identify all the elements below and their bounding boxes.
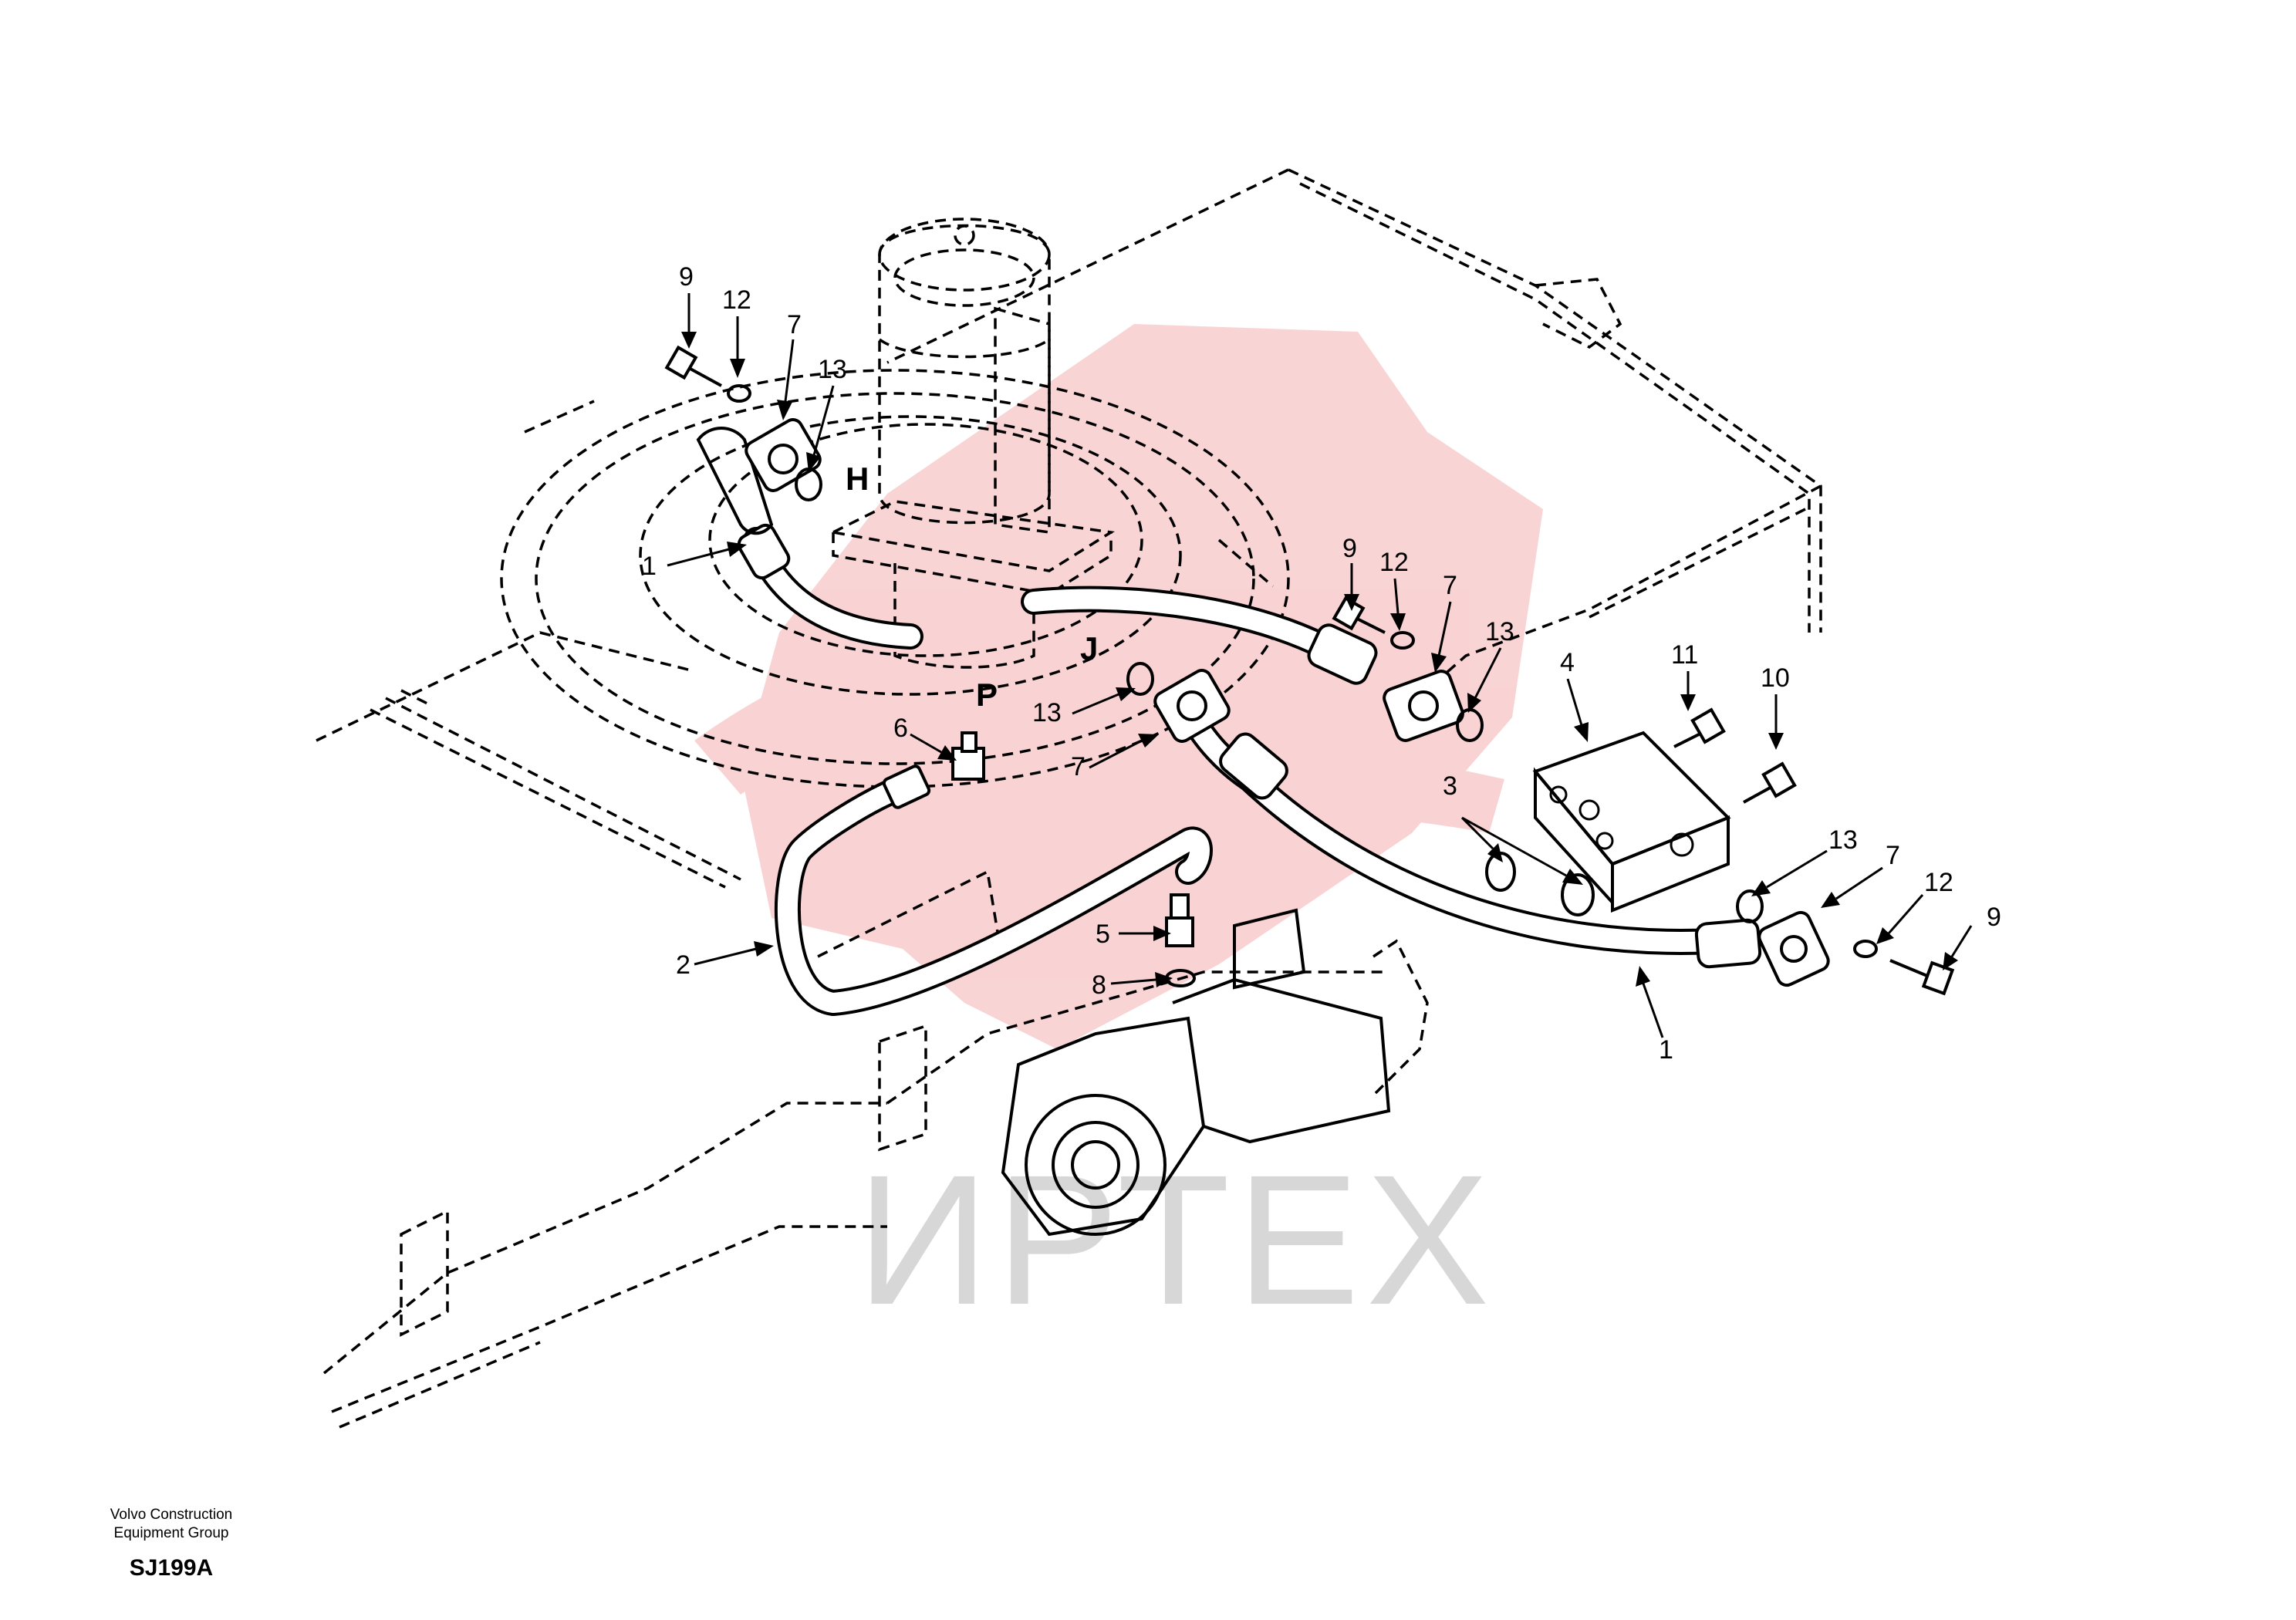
valve-block [1532, 731, 1731, 913]
callout-13-center: 13 [1032, 698, 1062, 727]
bolt-9-right-upper [1332, 596, 1386, 634]
washer-12-lower-right [1853, 940, 1878, 958]
washer-12-upper-left [727, 384, 751, 403]
callout-1-upper-left: 1 [642, 552, 657, 581]
callout-3: 3 [1443, 771, 1457, 801]
adapter-5 [1165, 893, 1194, 947]
callout-13-upper-left: 13 [818, 355, 847, 384]
washer-12-right-upper [1390, 631, 1415, 650]
callout-9-upper-left: 9 [679, 262, 694, 292]
callout-9-lower-right: 9 [1987, 903, 2001, 932]
drawing-code: SJ199A [129, 1555, 214, 1581]
hose-1-right [1021, 586, 1762, 969]
callout-5: 5 [1096, 920, 1110, 949]
bolt-9-upper-left [664, 345, 722, 387]
flange-right-lower [1757, 910, 1830, 987]
callout-7-center: 7 [1071, 752, 1086, 781]
bolt-9-lower-right [1889, 959, 1955, 996]
bolt-10 [1743, 761, 1797, 804]
port-label-p: P [976, 677, 998, 713]
callout-13-right-upper: 13 [1485, 617, 1514, 646]
callout-10: 10 [1761, 663, 1790, 693]
elbow-fitting-6 [951, 731, 985, 781]
org-name-line1: Volvo Construction [110, 1507, 233, 1523]
callout-7-lower-right: 7 [1886, 841, 1900, 870]
callouts: 9 12 7 13 1 9 12 7 13 4 11 10 13 7 6 3 1… [642, 262, 2001, 1065]
callout-13-lower-right: 13 [1828, 825, 1858, 855]
leader-lines [667, 293, 1973, 1038]
callout-7-right-upper: 7 [1443, 571, 1457, 600]
callout-12-upper-left: 12 [722, 285, 751, 315]
port-label-j: J [1080, 630, 1098, 667]
callout-12-lower-right: 12 [1924, 868, 1953, 897]
bolt-11 [1673, 707, 1726, 748]
hose-2-lower [774, 764, 1213, 1016]
watermark-gear [741, 324, 1543, 1049]
callout-6: 6 [893, 714, 908, 743]
callout-8: 8 [1092, 970, 1106, 1000]
frame-outline [316, 168, 1822, 1429]
callout-7-upper-left: 7 [787, 310, 802, 339]
callout-4: 4 [1560, 648, 1575, 677]
callout-2: 2 [676, 950, 690, 980]
port-label-h: H [846, 461, 869, 497]
swivel-joint [829, 218, 1115, 669]
flange-center [1153, 669, 1231, 743]
callout-1-lower: 1 [1659, 1035, 1673, 1065]
watermark-swoosh-2 [772, 746, 1504, 918]
oring-13-center [1126, 662, 1154, 696]
hose-1-upper-left [696, 427, 923, 650]
callout-12-right-upper: 12 [1379, 548, 1409, 577]
callout-9-right-upper: 9 [1342, 534, 1357, 563]
oring-13-upper-left [795, 467, 822, 501]
org-name-line2: Equipment Group [113, 1525, 229, 1541]
oring-13-lower-right [1736, 889, 1764, 923]
flange-right-upper [1383, 670, 1464, 742]
title-block: Volvo Construction Equipment Group SJ199… [71, 1506, 272, 1581]
callout-11: 11 [1671, 640, 1698, 670]
pump-body [1001, 908, 1391, 1237]
